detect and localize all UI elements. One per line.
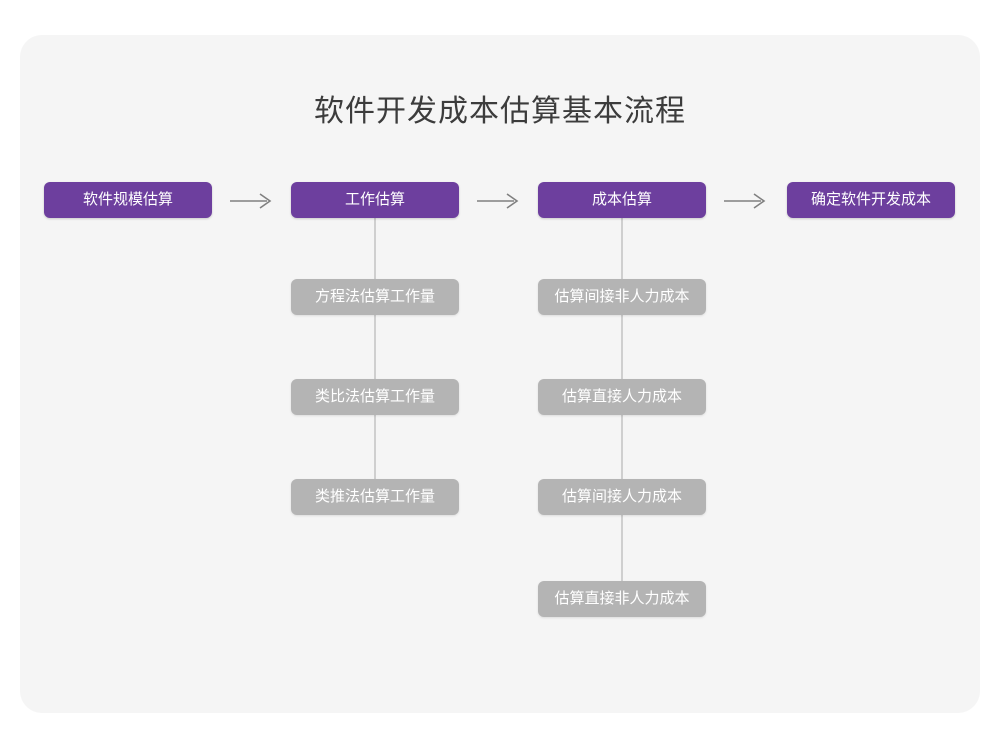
flow-arrow-1	[229, 192, 275, 210]
cost-sub-node-3[interactable]: 估算间接人力成本	[538, 479, 706, 515]
flow-arrow-2	[476, 192, 522, 210]
main-node-2[interactable]: 工作估算	[291, 182, 459, 218]
cost-sub-node-4[interactable]: 估算直接非人力成本	[538, 581, 706, 617]
connector-line-effort	[374, 218, 376, 497]
page-title: 软件开发成本估算基本流程	[314, 95, 686, 128]
main-node-1[interactable]: 软件规模估算	[44, 182, 212, 218]
flow-arrow-3	[723, 192, 769, 210]
effort-sub-node-1[interactable]: 方程法估算工作量	[291, 279, 459, 315]
main-node-3[interactable]: 成本估算	[538, 182, 706, 218]
cost-sub-node-1[interactable]: 估算间接非人力成本	[538, 279, 706, 315]
cost-sub-node-2[interactable]: 估算直接人力成本	[538, 379, 706, 415]
main-node-4[interactable]: 确定软件开发成本	[787, 182, 955, 218]
diagram-canvas	[20, 35, 980, 713]
effort-sub-node-2[interactable]: 类比法估算工作量	[291, 379, 459, 415]
effort-sub-node-3[interactable]: 类推法估算工作量	[291, 479, 459, 515]
